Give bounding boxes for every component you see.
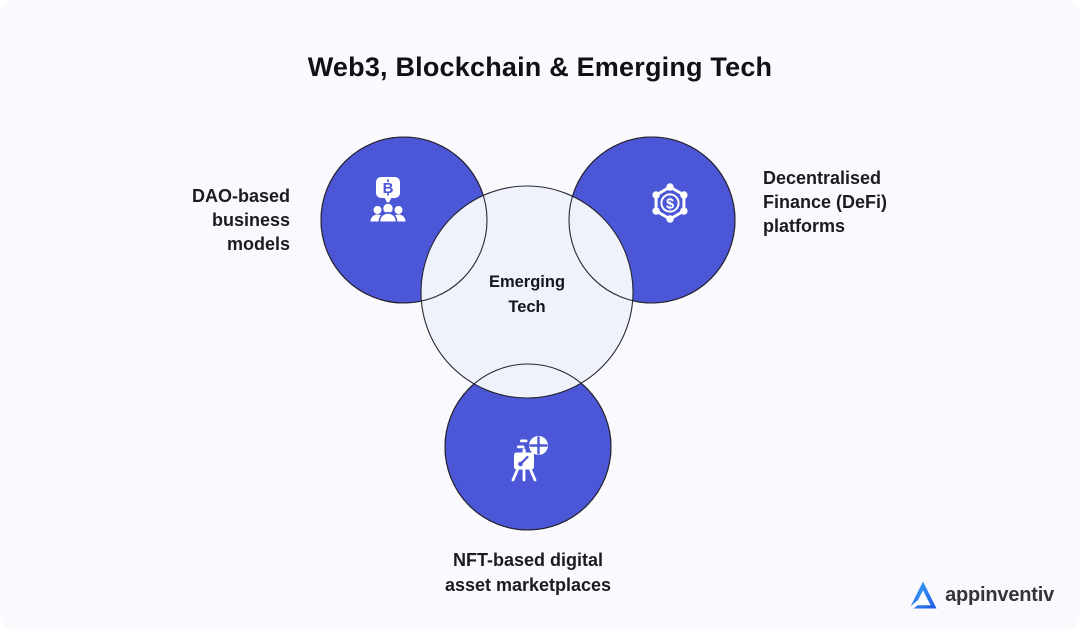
label-decentralised-finance-platforms: Decentralised Finance (DeFi) platforms xyxy=(763,166,887,238)
svg-text:B: B xyxy=(383,180,394,197)
logo-wordmark: appinventiv xyxy=(945,583,1054,606)
center-circle xyxy=(420,185,634,399)
label-dao-based-business-models: DAO-based business models xyxy=(192,184,290,256)
bitcoin-bottom-bar xyxy=(387,192,389,196)
label-line: platforms xyxy=(763,216,846,236)
label-line: models xyxy=(226,234,290,254)
appinventiv-logo: appinventiv xyxy=(909,580,1054,610)
page-title: Web3, Blockchain & Emerging Tech xyxy=(307,52,773,82)
appinventiv-triangle-a-icon xyxy=(909,581,937,610)
center-label-line: Emerging xyxy=(488,273,566,291)
svg-text:$: $ xyxy=(666,196,674,212)
label-line: NFT-based digital xyxy=(452,550,603,570)
label-line: Finance (DeFi) xyxy=(763,192,888,212)
center-label-line: Tech xyxy=(508,298,546,316)
label-line: Decentralised xyxy=(763,168,882,188)
label-line: asset marketplaces xyxy=(444,575,612,595)
label-line: business xyxy=(211,210,290,230)
dao-community-bitcoin-icon: B xyxy=(370,177,406,223)
center-label-emerging-tech: Emerging Tech xyxy=(489,270,565,320)
bitcoin-top-bar xyxy=(387,179,389,182)
label-nft-digital-asset-marketplaces: NFT-based digital asset marketplaces xyxy=(445,548,611,598)
dao-circle-outline xyxy=(320,136,488,304)
defi-circle-outline xyxy=(568,136,736,304)
nft-art-easel-token-icon xyxy=(511,436,548,482)
defi-dollar-hexagon-network-icon: $ xyxy=(652,183,688,223)
nft-circle-outline xyxy=(444,363,612,531)
label-line: DAO-based xyxy=(191,186,290,206)
